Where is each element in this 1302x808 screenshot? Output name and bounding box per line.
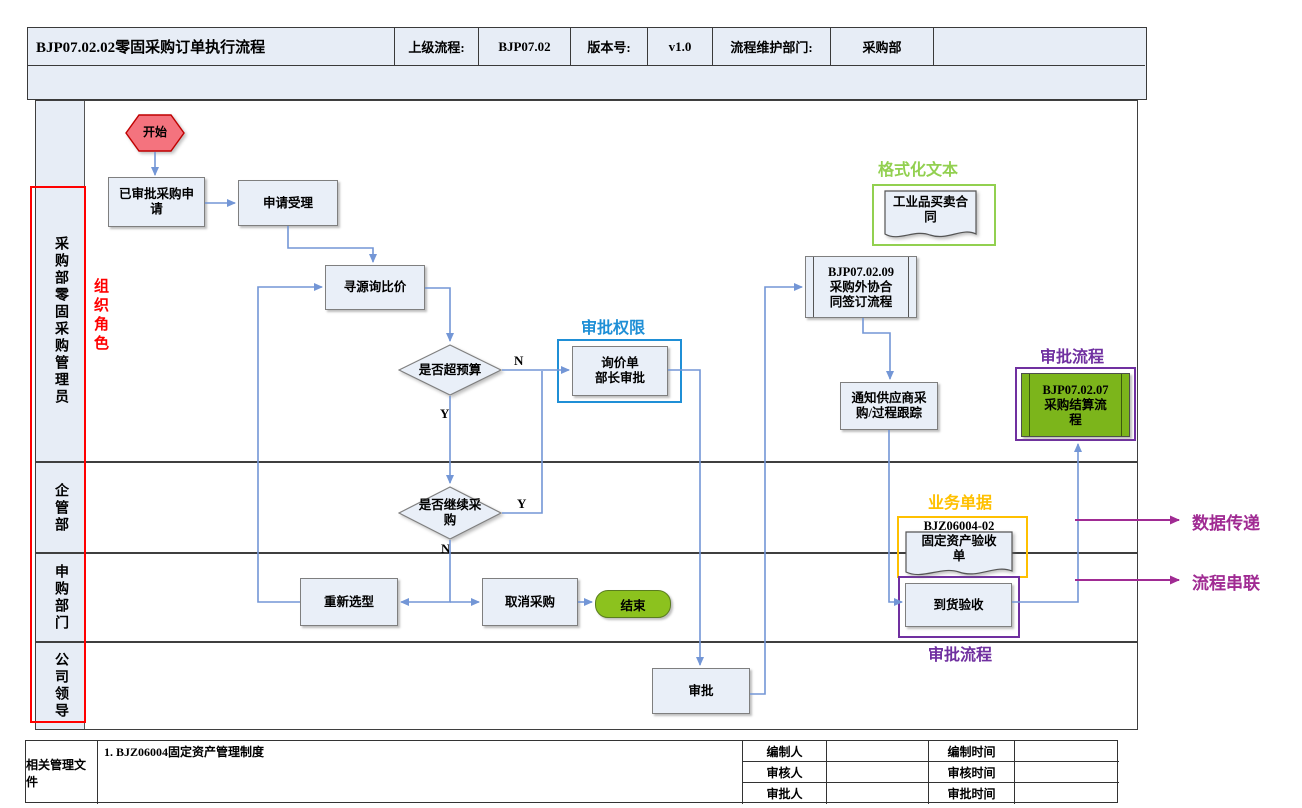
role-annotation: 组织角色: [92, 278, 109, 354]
settlement-subprocess-node: BJP07.02.07 采购结算流 程: [1021, 373, 1130, 437]
accept-request-node: 申请受理: [238, 180, 338, 226]
hexagon-shape: [125, 114, 185, 152]
end-node: 结束: [595, 590, 671, 618]
prepare-time-value: [1015, 741, 1119, 762]
formatted-text-label: 格式化文本: [878, 162, 959, 179]
over-budget-label: 是否超预算: [418, 363, 482, 377]
approve-time-label: 审批时间: [929, 783, 1015, 804]
acceptance-doc-document: BJZ06004-02 固定资产验收 单: [905, 519, 1013, 581]
lane-divider-3: [35, 641, 1138, 643]
preparer-value: [827, 741, 929, 762]
document-shape: [884, 190, 977, 238]
review-time-value: [1015, 762, 1119, 783]
settlement-subprocess-label: BJP07.02.07 采购结算流 程: [1042, 382, 1109, 427]
page-title: BJP07.02.02零固采购订单执行流程: [28, 28, 395, 66]
subprocess-bar-left: [813, 257, 814, 317]
approver-label: 审批人: [743, 783, 827, 804]
prepare-time-label: 编制时间: [929, 741, 1015, 762]
lane-label-requesting-dept: 申购部门: [53, 564, 68, 632]
subprocess-bar-left: [1029, 374, 1030, 436]
approve-node: 审批: [652, 668, 750, 714]
header-empty-cell: [934, 28, 1145, 66]
cancel-purchase-node: 取消采购: [482, 578, 578, 626]
role-highlight-box: [30, 186, 86, 723]
lane-divider-2: [35, 552, 1138, 554]
related-docs-label: 相关管理文件: [26, 741, 98, 804]
business-document-label: 业务单据: [928, 495, 993, 512]
formatted-text-container: [872, 184, 996, 246]
subprocess-bar-right: [1121, 374, 1122, 436]
continue-purchase-decision: 是否继续采 购: [398, 486, 502, 540]
approved-request-node: 已审批采购申 请: [108, 177, 205, 227]
start-label: 开始: [142, 125, 167, 139]
continue-purchase-label: 是否继续采 购: [418, 498, 482, 527]
version-value: v1.0: [648, 28, 713, 66]
parent-process-value: BJP07.02: [479, 28, 571, 66]
maintain-dept-label: 流程维护部门:: [713, 28, 831, 66]
inquiry-approval-node: 询价单 部长审批: [572, 346, 668, 396]
preparer-label: 编制人: [743, 741, 827, 762]
over-budget-decision: 是否超预算: [398, 344, 502, 396]
branch-label-y1: Y: [440, 406, 450, 421]
sales-contract-label: 工业品买卖合 同: [892, 195, 968, 224]
settlement-container: [1015, 367, 1136, 441]
header-table: BJP07.02.02零固采购订单执行流程 上级流程: BJP07.02 版本号…: [27, 27, 1147, 100]
approval-authority-label: 审批权限: [581, 320, 646, 337]
lane-label-enterprise-mgmt: 企管部: [53, 482, 68, 534]
approval-process-right-label: 审批流程: [1040, 349, 1105, 366]
contract-subprocess-label: BJP07.02.09 采购外协合 同签订流程: [828, 264, 894, 309]
diamond-shape: [398, 344, 502, 396]
subprocess-bar-right: [908, 257, 909, 317]
lane-divider-1: [35, 461, 1138, 463]
branch-label-n1: N: [514, 353, 524, 368]
process-link-label: 流程串联: [1192, 574, 1260, 593]
branch-label-n2: N: [441, 541, 451, 556]
goods-receipt-node: 到货验收: [905, 583, 1012, 627]
maintain-dept-value: 采购部: [831, 28, 934, 66]
start-node: 开始: [125, 114, 185, 152]
version-label: 版本号:: [571, 28, 648, 66]
lane-label-column: [36, 101, 85, 729]
branch-label-y2: Y: [517, 496, 527, 511]
document-shape: [905, 531, 1013, 576]
related-docs-value: 1. BJZ06004固定资产管理制度: [98, 741, 743, 804]
reviewer-label: 审核人: [743, 762, 827, 783]
approve-time-value: [1015, 783, 1119, 804]
contract-subprocess-node: BJP07.02.09 采购外协合 同签订流程: [805, 256, 917, 318]
approval-process-bottom-label: 审批流程: [928, 647, 993, 664]
goods-receipt-container: [898, 576, 1020, 638]
notify-supplier-node: 通知供应商采 购/过程跟踪: [840, 382, 938, 430]
acceptance-doc-label: BJZ06004-02 固定资产验收 单: [921, 519, 997, 563]
footer-table: 相关管理文件 1. BJZ06004固定资产管理制度 编制人 编制时间 审核人 …: [25, 740, 1119, 804]
approver-value: [827, 783, 929, 804]
parent-process-label: 上级流程:: [395, 28, 479, 66]
lane-label-company-leaders: 公司领导: [53, 652, 68, 720]
lane-label-purchasing-admin: 采购部零固采购管理员: [53, 236, 68, 406]
review-time-label: 审核时间: [929, 762, 1015, 783]
sales-contract-document: 工业品买卖合 同: [884, 190, 977, 244]
reviewer-value: [827, 762, 929, 783]
reselect-node: 重新选型: [300, 578, 398, 626]
diamond-shape: [398, 486, 502, 540]
sourcing-inquiry-node: 寻源询比价: [325, 265, 425, 310]
data-transfer-label: 数据传递: [1192, 514, 1260, 533]
